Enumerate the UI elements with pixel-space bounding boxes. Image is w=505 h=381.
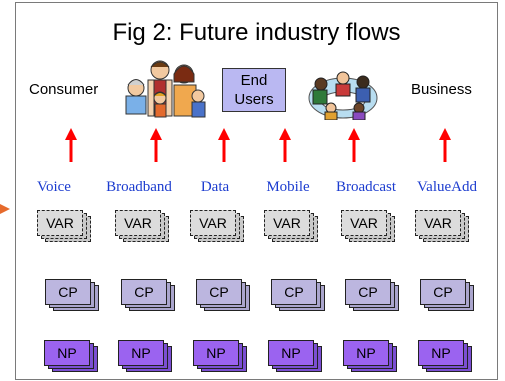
np-label: NP xyxy=(343,340,389,366)
cp-stack: CP xyxy=(121,279,177,311)
cp-label: CP xyxy=(345,279,391,305)
up-arrow-icon xyxy=(150,128,162,162)
cp-label: CP xyxy=(271,279,317,305)
np-stack: NP xyxy=(418,340,474,372)
up-arrow-icon xyxy=(348,128,360,162)
var-stack: VAR xyxy=(264,210,320,242)
consumer-label: Consumer xyxy=(29,81,99,98)
var-label: VAR xyxy=(341,210,387,236)
var-label: VAR xyxy=(115,210,161,236)
cp-label: CP xyxy=(45,279,91,305)
cp-stack: CP xyxy=(45,279,101,311)
channel-label-broadband: Broadband xyxy=(106,179,172,195)
np-label: NP xyxy=(268,340,314,366)
business-meeting-clipart-icon xyxy=(303,66,379,125)
var-label: VAR xyxy=(264,210,310,236)
var-stack: VAR xyxy=(415,210,471,242)
up-arrow-icon xyxy=(279,128,291,162)
np-stack: NP xyxy=(193,340,249,372)
diagram-frame xyxy=(15,2,498,380)
end-users-label: End Users xyxy=(234,72,274,108)
np-stack: NP xyxy=(268,340,324,372)
var-stack: VAR xyxy=(341,210,397,242)
np-label: NP xyxy=(44,340,90,366)
business-label: Business xyxy=(411,81,472,98)
cp-stack: CP xyxy=(345,279,401,311)
np-stack: NP xyxy=(44,340,100,372)
var-label: VAR xyxy=(37,210,83,236)
cp-label: CP xyxy=(121,279,167,305)
var-stack: VAR xyxy=(115,210,171,242)
var-label: VAR xyxy=(415,210,461,236)
up-arrow-icon xyxy=(439,128,451,162)
channel-label-broadcast: Broadcast xyxy=(336,179,396,195)
end-users-box: End Users xyxy=(222,68,286,112)
np-stack: NP xyxy=(118,340,174,372)
np-label: NP xyxy=(418,340,464,366)
up-arrow-icon xyxy=(65,128,77,162)
left-arrow-icon xyxy=(0,204,10,214)
channel-label-voice: Voice xyxy=(37,179,71,195)
np-stack: NP xyxy=(343,340,399,372)
cp-stack: CP xyxy=(420,279,476,311)
cp-stack: CP xyxy=(196,279,252,311)
figure-title: Fig 2: Future industry flows xyxy=(112,19,401,46)
cp-stack: CP xyxy=(271,279,327,311)
cp-label: CP xyxy=(420,279,466,305)
var-label: VAR xyxy=(190,210,236,236)
cp-label: CP xyxy=(196,279,242,305)
channel-label-data: Data xyxy=(200,179,230,195)
np-label: NP xyxy=(193,340,239,366)
np-label: NP xyxy=(118,340,164,366)
up-arrow-icon xyxy=(218,128,230,162)
family-clipart-icon xyxy=(118,52,210,123)
var-stack: VAR xyxy=(37,210,93,242)
channel-label-valueadd: ValueAdd xyxy=(417,179,477,195)
var-stack: VAR xyxy=(190,210,246,242)
channel-label-mobile: Mobile xyxy=(266,179,310,195)
